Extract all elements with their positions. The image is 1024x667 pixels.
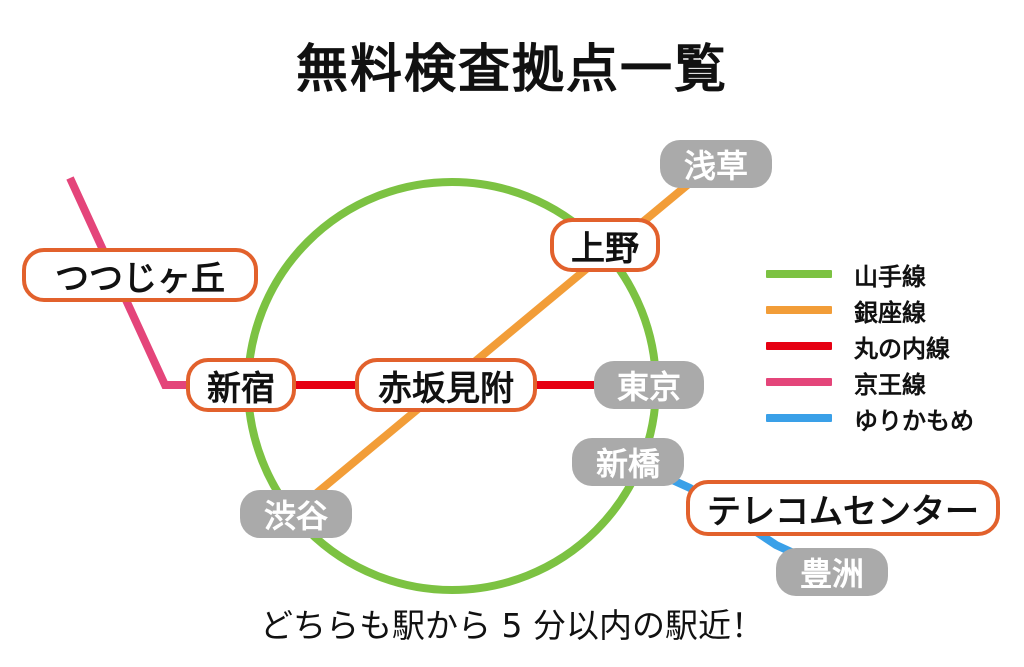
station-shibuya: 渋谷 [240, 490, 352, 538]
legend-swatch [766, 414, 832, 422]
station-shinbashi: 新橋 [572, 438, 684, 486]
station-tokyo: 東京 [594, 361, 704, 409]
station-telecom-center: テレコムセンター [686, 480, 1000, 536]
legend-item-yurikamome: ゆりかもめ [766, 400, 1006, 436]
page-title: 無料検査拠点一覧 [295, 40, 728, 100]
station-tsutsujigaoka: つつじヶ丘 [22, 248, 258, 302]
legend-swatch [766, 342, 832, 350]
legend-swatch [766, 378, 832, 386]
station-akasakamitsuke: 赤坂見附 [355, 358, 537, 412]
legend-label: 京王線 [854, 370, 926, 399]
station-toyosu: 豊洲 [776, 548, 888, 596]
legend-swatch [766, 270, 832, 278]
station-asakusa: 浅草 [660, 140, 772, 188]
legend-label: 丸の内線 [854, 334, 950, 363]
legend-item-marunouchi: 丸の内線 [766, 328, 1006, 364]
legend-item-yamanote: 山手線 [766, 256, 1006, 292]
legend-label: 銀座線 [854, 298, 926, 327]
station-ueno: 上野 [550, 218, 660, 272]
legend-swatch [766, 306, 832, 314]
legend-label: ゆりかもめ [854, 406, 974, 435]
line-legend: 山手線 銀座線 丸の内線 京王線 ゆりかもめ [766, 256, 1006, 436]
legend-item-ginza: 銀座線 [766, 292, 1006, 328]
legend-label: 山手線 [854, 262, 926, 291]
footer-note: どちらも駅から 5 分以内の駅近！ [260, 606, 764, 645]
legend-item-keio: 京王線 [766, 364, 1006, 400]
station-shinjuku: 新宿 [186, 358, 296, 412]
